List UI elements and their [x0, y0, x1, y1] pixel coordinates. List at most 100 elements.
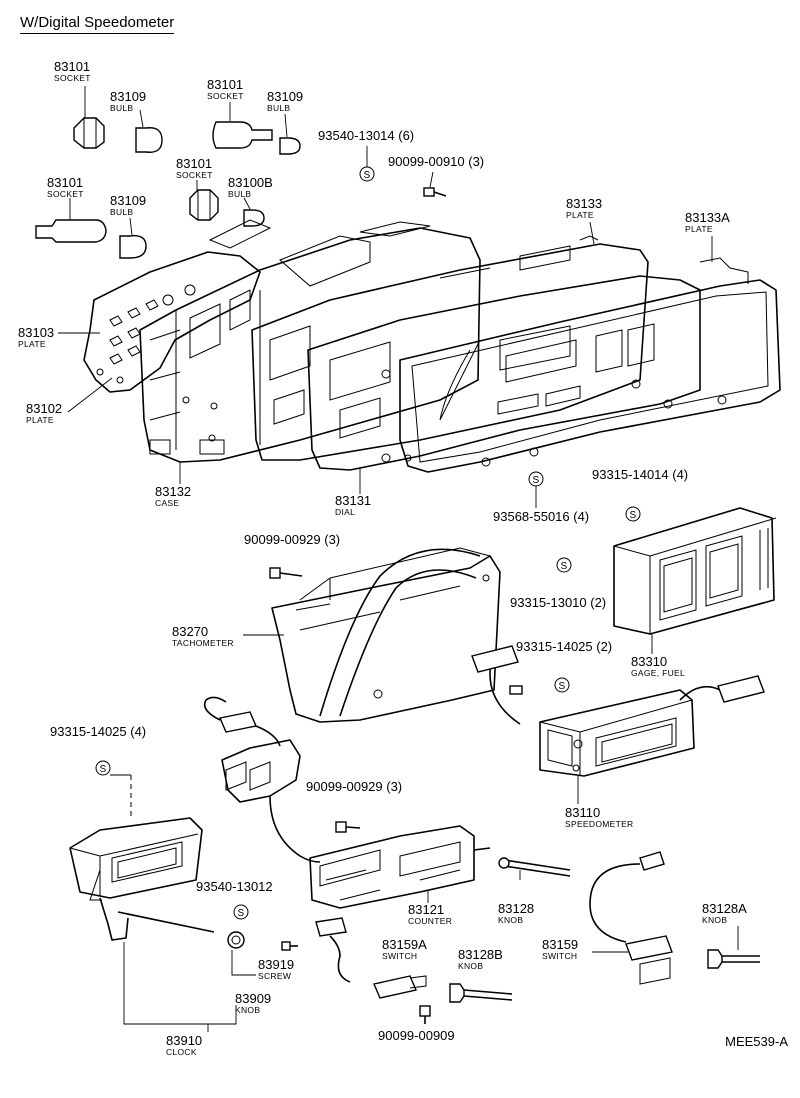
screw-90099-top-drawing [423, 171, 447, 197]
socket-1-drawing [73, 86, 105, 149]
svg-text:S: S [100, 764, 107, 775]
part-name: SPEEDOMETER [565, 819, 634, 829]
part-number: 90099-00929 (3) [306, 779, 403, 794]
part-name: PLATE [18, 339, 46, 349]
part-name: SOCKET [176, 170, 213, 180]
part-name: SOCKET [54, 73, 91, 83]
diagram-title: W/Digital Speedometer [20, 14, 175, 34]
s-symbol-7: S [233, 904, 249, 920]
part-label-screw93568: 93568-55016 (4) [493, 510, 589, 524]
part-name: PLATE [566, 210, 594, 220]
svg-text:S: S [561, 561, 568, 572]
socket-4-drawing [35, 198, 107, 243]
part-name: PLATE [26, 415, 54, 425]
part-number: 93315-14025 (4) [50, 724, 147, 739]
part-name: KNOB [498, 915, 524, 925]
part-number: 90099-00909 [378, 1028, 455, 1043]
part-number: 83109 [110, 89, 147, 104]
part-name: SOCKET [207, 91, 244, 101]
part-name: BULB [110, 103, 134, 113]
part-number: 93540-13014 (6) [318, 128, 415, 143]
svg-text:S: S [559, 681, 566, 692]
part-label-screw93315d: 93315-14025 (4) [50, 725, 146, 739]
counter-83121-drawing [309, 825, 491, 909]
part-label-screw90099b: 90099-00929 (3) [244, 533, 340, 547]
dial-83131-drawing [307, 275, 701, 471]
part-label-screw90099c: 90099-00929 (3) [306, 780, 402, 794]
part-name: SCREW [258, 971, 292, 981]
bulb-1-drawing [135, 109, 163, 153]
part-label-screw90099d: 90099-00909 [378, 1029, 455, 1043]
part-name: GAGE, FUEL [631, 668, 686, 678]
part-number: 83132 [155, 484, 192, 499]
bulb-4-drawing [119, 217, 147, 259]
part-number: 83101 [47, 175, 84, 190]
part-name: TACHOMETER [172, 638, 234, 648]
diagram-code: MEE539-A [725, 1034, 788, 1049]
part-number: 93568-55016 (4) [493, 509, 590, 524]
screw-90099-tach-drawing [269, 567, 303, 579]
part-number: 93540-13012 [196, 879, 273, 894]
part-number: 83110 [565, 805, 601, 820]
part-label-screw93315c: 93315-14025 (2) [516, 640, 612, 654]
part-name: BULB [228, 189, 252, 199]
part-number: 83131 [335, 493, 372, 508]
socket-2-drawing [212, 102, 273, 149]
plate-83133-drawing [251, 235, 649, 461]
part-name: CASE [155, 498, 180, 508]
part-number: 83919 [258, 957, 295, 972]
part-number: 83102 [26, 401, 63, 416]
s-symbol-5: S [554, 677, 570, 693]
socket-3-drawing [189, 180, 219, 221]
part-name: COUNTER [408, 916, 453, 926]
part-name: SWITCH [542, 951, 578, 961]
part-number: 83909 [235, 991, 272, 1006]
part-number: 83101 [54, 59, 91, 74]
part-number: 83109 [267, 89, 304, 104]
tachometer-83270-drawing [271, 547, 501, 723]
part-name: BULB [110, 207, 134, 217]
part-number: 83101 [176, 156, 213, 171]
s-symbol-6: S [95, 760, 111, 776]
part-number: 83310 [631, 654, 668, 669]
s-symbol-1: S [359, 166, 375, 182]
svg-text:S: S [630, 510, 637, 521]
part-name: BULB [267, 103, 291, 113]
part-label-screw93315a: 93315-14014 (4) [592, 468, 688, 482]
part-label-screw93315b: 93315-13010 (2) [510, 596, 606, 610]
part-name: SWITCH [382, 951, 418, 961]
case-83132-drawing [139, 219, 481, 463]
harness-clock-drawing [203, 696, 281, 747]
screw-83919-drawing [281, 941, 298, 951]
part-number: 83121 [408, 902, 445, 917]
part-number: 83128 [498, 901, 535, 916]
part-number: 83159A [382, 937, 427, 952]
fuel-gage-83310-drawing [613, 507, 777, 635]
part-number: 83128B [458, 947, 503, 962]
s-symbol-3: S [625, 506, 641, 522]
part-number: 83910 [166, 1033, 203, 1048]
part-number: 83270 [172, 624, 209, 639]
part-name: KNOB [235, 1005, 261, 1015]
